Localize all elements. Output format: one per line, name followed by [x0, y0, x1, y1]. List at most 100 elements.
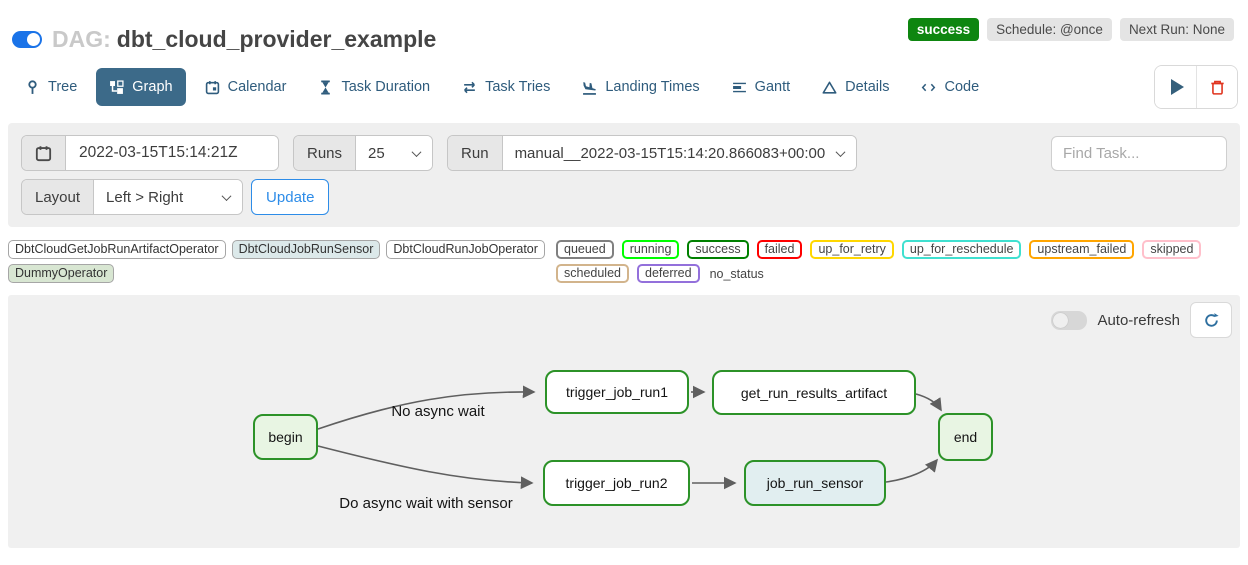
page-title: DAG:dbt_cloud_provider_example [52, 26, 436, 53]
task-node-job-run-sensor[interactable]: job_run_sensor [744, 460, 886, 506]
calendar-addon-icon[interactable] [22, 136, 66, 170]
num-runs-value: 25 [368, 144, 385, 162]
header-badges: success Schedule: @once Next Run: None [907, 18, 1234, 41]
trigger-dag-button[interactable] [1155, 66, 1196, 108]
status-legend-badge: success [687, 240, 749, 259]
operator-badge: DummyOperator [8, 264, 115, 283]
base-date-input[interactable] [66, 136, 278, 170]
calendar-icon [35, 145, 52, 161]
dag-edges [317, 385, 942, 490]
view-tabbar: Tree Graph Calendar Task Duration Task T… [0, 65, 1248, 109]
chevron-down-icon [411, 146, 422, 157]
edge-label-no-async-wait: No async wait [391, 403, 485, 420]
layout-value: Left > Right [106, 188, 184, 206]
tab-label: Task Duration [341, 79, 431, 95]
status-legend-badge: deferred [637, 264, 700, 283]
tab-label: Code [944, 79, 980, 95]
status-legend-badge: upstream_failed [1029, 240, 1135, 259]
update-button[interactable]: Update [251, 179, 330, 215]
tab-label: Graph [132, 79, 173, 95]
edge-begin-trigger2 [317, 445, 534, 490]
run-value: manual__2022-03-15T15:14:20.866083+00:00 [514, 144, 826, 162]
status-badge: success [907, 18, 980, 41]
dag-header: DAG:dbt_cloud_provider_example success S… [0, 0, 1248, 53]
chevron-down-icon [835, 146, 846, 157]
status-legend: queued running success failed up_for_ret… [556, 240, 1240, 283]
tab-code[interactable]: Code [908, 68, 992, 106]
task-node-end[interactable]: end [938, 413, 993, 461]
hourglass-icon [318, 80, 333, 95]
operator-legend: DbtCloudGetJobRunArtifactOperator DbtClo… [8, 240, 548, 283]
dag-pause-toggle[interactable] [12, 31, 42, 48]
tab-label: Tree [48, 79, 78, 95]
code-icon [921, 80, 936, 95]
tab-label: Landing Times [605, 79, 700, 95]
legend: DbtCloudGetJobRunArtifactOperator DbtClo… [8, 240, 1240, 283]
edge-label-do-async-wait: Do async wait with sensor [339, 495, 513, 512]
status-legend-badge: up_for_reschedule [901, 240, 1022, 259]
dag-name: dbt_cloud_provider_example [116, 26, 437, 52]
trash-icon [1210, 80, 1224, 95]
tab-task-duration[interactable]: Task Duration [305, 68, 443, 106]
auto-refresh-label: Auto-refresh [1097, 311, 1180, 329]
find-task-input[interactable] [1051, 135, 1227, 171]
edge-artifact-end [915, 393, 942, 412]
status-legend-badge: scheduled [556, 264, 629, 283]
status-legend-badge: failed [756, 240, 803, 259]
status-legend-badge: running [621, 240, 680, 259]
refresh-icon [1204, 312, 1219, 327]
view-tabs: Tree Graph Calendar Task Duration Task T… [12, 68, 992, 106]
tab-label: Details [845, 79, 890, 95]
edge-begin-trigger1 [317, 385, 536, 430]
task-node-trigger-job-run1[interactable]: trigger_job_run1 [545, 370, 689, 414]
dag-prefix-label: DAG: [52, 26, 111, 52]
tab-landing-times[interactable]: Landing Times [569, 68, 712, 106]
layout-label: Layout [22, 180, 95, 214]
tab-gantt[interactable]: Gantt [719, 68, 803, 106]
edge-sensor-end [885, 458, 939, 483]
tab-tree[interactable]: Tree [12, 68, 90, 106]
run-label: Run [448, 136, 503, 170]
chevron-down-icon [221, 190, 232, 201]
toggle-knob [27, 33, 40, 46]
tab-calendar[interactable]: Calendar [192, 68, 300, 106]
num-runs-select[interactable]: 25 [356, 136, 433, 170]
graph-controls: Auto-refresh [1051, 302, 1232, 338]
task-node-begin[interactable]: begin [253, 414, 318, 460]
operator-badge: DbtCloudGetJobRunArtifactOperator [8, 240, 226, 259]
runs-label: Runs [294, 136, 357, 170]
layout-select[interactable]: Left > Right [94, 180, 243, 214]
tab-details[interactable]: Details [809, 68, 902, 106]
gantt-icon [732, 80, 747, 95]
dag-graph-panel: Auto-refresh No async wait Do async wait… [8, 295, 1240, 548]
details-icon [822, 80, 837, 95]
tab-task-tries[interactable]: Task Tries [449, 68, 563, 106]
graph-icon [109, 79, 124, 95]
auto-refresh-toggle[interactable] [1051, 310, 1088, 330]
tab-graph[interactable]: Graph [96, 68, 186, 106]
toggle-knob [1053, 312, 1069, 328]
calendar-icon [205, 80, 220, 95]
layout-group: Layout Left > Right [21, 179, 244, 215]
refresh-button[interactable] [1190, 302, 1232, 338]
run-select[interactable]: manual__2022-03-15T15:14:20.866083+00:00 [502, 136, 857, 170]
plane-landing-icon [582, 80, 597, 95]
repeat-icon [462, 80, 477, 95]
task-node-trigger-job-run2[interactable]: trigger_job_run2 [543, 460, 690, 506]
operator-badge: DbtCloudRunJobOperator [386, 240, 545, 259]
status-legend-badge: up_for_retry [810, 240, 894, 259]
status-legend-badge: skipped [1142, 240, 1202, 259]
status-legend-badge: queued [556, 240, 614, 259]
tab-label: Gantt [754, 79, 791, 95]
schedule-badge: Schedule: @once [987, 18, 1112, 41]
no-status-label: no_status [709, 266, 764, 281]
dag-actions [1154, 65, 1238, 109]
play-icon [1170, 79, 1184, 95]
task-node-get-run-results-artifact[interactable]: get_run_results_artifact [712, 370, 916, 415]
delete-dag-button[interactable] [1196, 66, 1237, 108]
tab-label: Calendar [227, 79, 287, 95]
next-run-badge: Next Run: None [1119, 18, 1234, 41]
tab-label: Task Tries [485, 79, 551, 95]
base-date-group [21, 135, 279, 171]
run-select-group: Run manual__2022-03-15T15:14:20.866083+0… [447, 135, 858, 171]
